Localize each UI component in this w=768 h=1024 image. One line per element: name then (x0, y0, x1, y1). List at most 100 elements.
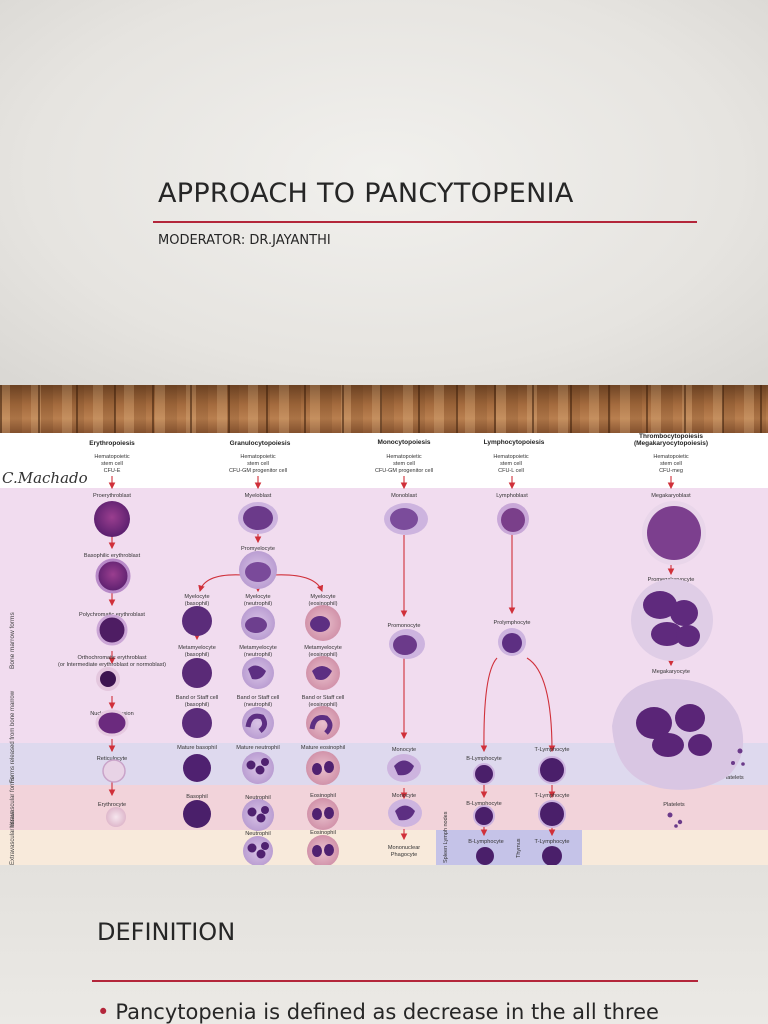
cell-meta-n-nucleus (248, 665, 266, 680)
cell-megakaryocyte (612, 678, 744, 790)
label-monocyte-1: Monocyte (392, 747, 416, 753)
label-myelocyte-e: Myelocyte (310, 594, 335, 600)
cell-t-lymphocyte-1 (538, 756, 566, 784)
cell-neutrophil-tissue-lobes (247, 842, 269, 859)
label-monocyte-2: Monocyte (392, 793, 416, 799)
cell-monocyte-2-nucleus (395, 805, 415, 821)
label-orthochromatic-2: (or Intermediate erythroblast or normobl… (58, 662, 166, 668)
definition-divider (92, 980, 698, 982)
cell-basophil (183, 800, 211, 828)
label-prolymphocyte: Prolymphocyte (494, 620, 531, 626)
cell-b-lymphocyte-2 (473, 805, 495, 827)
title-slide (0, 0, 768, 385)
side-label-spleen: Spleen Lymph nodes (443, 811, 449, 863)
side-label-released: Forms released from bone marrow (10, 690, 16, 783)
label-lymphoblast: Lymphoblast (496, 493, 528, 499)
arrow (198, 574, 244, 593)
origin-thrombo-2: stem cell (660, 461, 682, 467)
cell-eosinophil (307, 798, 339, 830)
cell-nuclear-extrusion (95, 709, 129, 737)
side-label-marrow: Bone marrow forms (9, 612, 16, 669)
label-t-lymphocyte-2: T-Lymphocyte (535, 793, 570, 799)
origin-lympho-3: CFU-L cell (498, 468, 524, 474)
intravascular-band (0, 785, 768, 830)
label-reticulocyte: Reticulocyte (97, 756, 127, 762)
cell-neutrophil-lobes (247, 806, 269, 823)
label-t-lymphocyte-3: T-Lymphocyte (535, 839, 570, 845)
label-myelocyte-n: Myelocyte (245, 594, 270, 600)
cell-eosinophil-lobes (312, 807, 334, 820)
label-myelocyte-b-2: (basophil) (185, 601, 210, 607)
label-mature-b: Mature basophil (177, 745, 217, 751)
origin-lympho-2: stem cell (500, 461, 522, 467)
extravascular-band (0, 830, 768, 865)
label-band-n: Band or Staff cell (237, 695, 280, 701)
cell-proerythroblast (94, 501, 130, 537)
label-megakaryocyte: Megakaryocyte (652, 669, 690, 675)
cell-t-lymphocyte-2 (538, 800, 566, 828)
title-divider (153, 221, 697, 223)
cell-meta-e-nucleus (312, 666, 332, 680)
cell-mature-b (183, 754, 211, 782)
slide-subtitle: MODERATOR: DR.JAYANTHI (158, 233, 331, 248)
label-orthochromatic: Orthochromatic erythroblast (77, 655, 146, 661)
cell-promyelocyte-nucleus (245, 562, 271, 582)
origin-thrombo-1: Hematopoietic (653, 454, 688, 460)
cell-band-n-nucleus (245, 713, 268, 733)
label-band-b: Band or Staff cell (176, 695, 219, 701)
origin-erythro-2: stem cell (101, 461, 123, 467)
label-megakaryoblast: Megakaryoblast (651, 493, 691, 499)
cell-monoblast-nucleus (390, 508, 418, 530)
label-myelocyte-n-2: (neutrophil) (244, 601, 272, 607)
origin-mono-2: stem cell (393, 461, 415, 467)
arrow (526, 657, 556, 753)
label-promyelocyte: Promyelocyte (241, 546, 275, 552)
origin-mono-1: Hematopoietic (386, 454, 421, 460)
label-meta-e-2: (eosinophil) (309, 652, 338, 658)
cell-eosinophil-tissue-lobes (312, 844, 334, 857)
slide-title: APPROACH TO PANCYTOPENIA (158, 178, 574, 209)
label-phagocyte: Phagocyte (391, 852, 417, 858)
definition-slide (0, 865, 768, 1024)
cell-erythrocyte (106, 807, 126, 827)
arrow (480, 657, 498, 753)
label-b-lymphocyte-1: B-Lymphocyte (466, 756, 502, 762)
origin-lympho-1: Hematopoietic (493, 454, 528, 460)
cell-reticulocyte (102, 759, 126, 783)
cell-mature-n-lobes (246, 758, 269, 775)
cell-band-b (182, 708, 212, 738)
label-meta-b-2: (basophil) (185, 652, 210, 658)
label-meta-e: Metamyelocyte (304, 645, 342, 651)
cell-band-e (306, 706, 340, 740)
label-mononuclear: Mononuclear (388, 845, 420, 851)
cell-band-e-nucleus (309, 715, 333, 735)
cell-mature-e (306, 751, 340, 785)
label-band-b-2: (basophil) (185, 702, 210, 708)
col-heading-erythro: Erythropoiesis (89, 440, 135, 447)
label-myelocyte-b: Myelocyte (184, 594, 209, 600)
artist-signature: C.Machado (2, 469, 88, 487)
label-erythrocyte: Erythrocyte (98, 802, 126, 808)
origin-thrombo-3: CFU-meg (659, 468, 683, 474)
label-b-lymphocyte-3: B-Lymphocyte (468, 839, 504, 845)
label-platelets-2: Platelets (663, 802, 685, 808)
cell-myelocyte-n-nucleus (245, 617, 267, 633)
cell-megakaryoblast-nucleus (647, 506, 701, 560)
cell-basophilic-erythroblast (95, 558, 131, 594)
origin-erythro-1: Hematopoietic (94, 454, 129, 460)
cell-megakaryocyte-nucleus (636, 704, 712, 757)
side-label-extravascular: Extravascular tissue (10, 811, 16, 865)
bullet-dot-icon: • (97, 1000, 110, 1024)
origin-erythro-3: CFU-E (104, 468, 121, 474)
label-meta-n-2: (neutrophil) (244, 652, 272, 658)
label-mature-e: Mature eosinophil (301, 745, 345, 751)
cell-promonocyte-nucleus (393, 635, 417, 655)
cell-promegakaryocyte (631, 579, 713, 661)
label-eosinophil-2: Eosinophil (310, 830, 336, 836)
cell-polychromatic (96, 614, 128, 646)
cell-b-lymphocyte-3 (476, 847, 494, 865)
cell-t-lymphocyte-3 (542, 846, 562, 865)
label-meta-n: Metamyelocyte (239, 645, 277, 651)
cell-mature-e-lobes (312, 761, 334, 775)
definition-bullet: •Pancytopenia is defined as decrease in … (97, 1000, 659, 1024)
